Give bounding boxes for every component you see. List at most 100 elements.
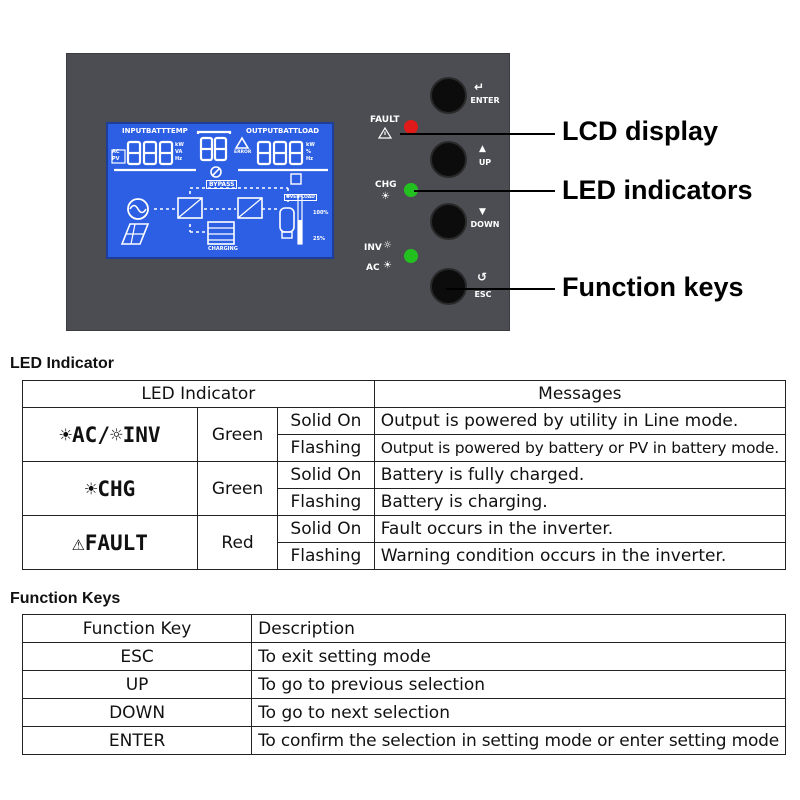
lcd-left-digits — [126, 140, 174, 166]
lcd-charging-label: CHARGING — [208, 246, 238, 252]
lcd-pct-100: 100% — [313, 210, 329, 216]
up-key-label: UP — [478, 158, 492, 167]
warning-triangle-icon: ⚠ — [72, 530, 85, 555]
lcd-callout-line — [400, 133, 555, 135]
table-row: ☀AC/☼INV Green Solid On Output is powere… — [22, 407, 787, 462]
lcd-output-label: OUTPUTBATTLOAD — [246, 127, 320, 135]
enter-key[interactable] — [430, 77, 467, 114]
led-message-cell: Battery is fully charged. — [373, 461, 787, 489]
table-row: ☀CHG Green Solid On Battery is fully cha… — [22, 461, 787, 516]
inv-led — [404, 249, 418, 263]
lcd-unit-pct: % — [306, 149, 312, 155]
ac-led-label: AC — [366, 263, 380, 273]
indicator-sep: / — [97, 422, 110, 447]
sun-outline-icon: ☼ — [109, 422, 123, 447]
table-header-row: Function Key Description — [21, 614, 786, 643]
led-message-cell: Battery is charging. — [373, 488, 787, 516]
led-callout: LED indicators — [562, 175, 753, 205]
table-row: UP To go to previous selection — [21, 670, 786, 699]
lcd-graphics — [111, 130, 328, 245]
indicator-inv: INV — [122, 422, 161, 447]
keys-section-title: Function Keys — [10, 590, 121, 607]
lcd-display: INPUTBATTTEMP OUTPUTBATTLOAD AC PV kW VA… — [106, 122, 334, 259]
led-section-title: LED Indicator — [10, 355, 115, 372]
enter-key-label: ENTER — [470, 96, 500, 105]
lcd-mid-digits — [199, 136, 228, 162]
key-name-cell: ESC — [21, 642, 253, 671]
keys-callout: Function keys — [562, 272, 744, 302]
key-name-cell: ENTER — [21, 726, 253, 755]
led-state-cell: Solid On — [277, 515, 375, 543]
lcd-ac-label: AC — [112, 149, 120, 155]
up-key[interactable] — [430, 141, 467, 178]
led-message-cell: Warning condition occurs in the inverter… — [373, 542, 787, 570]
down-key-label: DOWN — [470, 220, 500, 229]
led-callout-line — [414, 190, 555, 192]
lcd-unit-hz: Hz — [175, 156, 183, 162]
lcd-unit-hz-right: Hz — [306, 156, 314, 162]
lcd-overload-label: OVER LOAD — [284, 194, 317, 201]
lcd-pv-label: PV — [112, 156, 120, 162]
table-row: ESC To exit setting mode — [21, 642, 786, 671]
lcd-unit-va: VA — [175, 149, 183, 155]
down-arrow-icon: ▼ — [479, 207, 486, 217]
key-name-cell: DOWN — [21, 698, 253, 727]
indicator-chg: CHG — [97, 476, 136, 501]
chg-led-label: CHG — [375, 180, 397, 190]
lcd-unit-kw: kW — [175, 142, 184, 148]
led-message-cell: Output is powered by battery or PV in ba… — [373, 434, 787, 462]
fault-led — [404, 120, 418, 134]
led-header-right: Messages — [373, 380, 787, 408]
inv-led-label: INV — [364, 243, 382, 253]
led-message-cell: Fault occurs in the inverter. — [373, 515, 787, 543]
keys-header-key: Function Key — [21, 614, 253, 643]
key-desc-cell: To exit setting mode — [251, 642, 786, 671]
led-message-cell: Output is powered by utility in Line mod… — [373, 407, 787, 435]
lcd-unit-kw-right: kW — [306, 142, 315, 148]
led-state-cell: Solid On — [277, 461, 375, 489]
down-key[interactable] — [430, 203, 467, 240]
lcd-callout: LCD display — [562, 116, 719, 146]
led-state-cell: Flashing — [277, 542, 375, 570]
function-keys-table: Function Key Description ESC To exit set… — [21, 614, 786, 755]
key-desc-cell: To confirm the selection in setting mode… — [251, 726, 786, 755]
sun-icon: ☀ — [84, 476, 98, 501]
led-color-cell: Green — [196, 407, 279, 462]
key-desc-cell: To go to next selection — [251, 698, 786, 727]
led-color-cell: Green — [196, 461, 279, 516]
key-desc-cell: To go to previous selection — [251, 670, 786, 699]
enter-arrow-icon: ↵ — [474, 80, 485, 94]
sun-outline-icon: ☼ — [383, 240, 392, 251]
led-indicator-cell: ⚠FAULT — [22, 515, 198, 570]
led-indicator-cell: ☀CHG — [22, 461, 198, 516]
table-row: ENTER To confirm the selection in settin… — [21, 726, 786, 755]
fault-led-label: FAULT — [370, 115, 400, 125]
lcd-right-digits — [256, 140, 304, 166]
led-state-cell: Flashing — [277, 488, 375, 516]
indicator-fault: FAULT — [84, 530, 148, 555]
led-indicator-table: LED Indicator Messages ☀AC/☼INV Green So… — [22, 380, 787, 570]
esc-key[interactable] — [430, 268, 467, 305]
keys-header-desc: Description — [251, 614, 786, 643]
lcd-pct-25: 25% — [313, 236, 325, 242]
sun-icon: ☀ — [383, 260, 392, 271]
led-indicator-cell: ☀AC/☼INV — [22, 407, 198, 462]
sun-icon: ☀ — [381, 191, 390, 202]
keys-callout-line — [446, 288, 555, 290]
led-color-cell: Red — [196, 515, 279, 570]
table-row: ⚠FAULT Red Solid On Fault occurs in the … — [22, 515, 787, 570]
table-row: DOWN To go to next selection — [21, 698, 786, 727]
esc-key-label: ESC — [474, 290, 492, 299]
indicator-ac: AC — [72, 422, 98, 447]
lcd-bypass-label: BYPASS — [206, 180, 238, 189]
table-header-row: LED Indicator Messages — [22, 380, 787, 408]
key-name-cell: UP — [21, 670, 253, 699]
up-arrow-icon: ▲ — [479, 144, 486, 154]
led-header-left: LED Indicator — [22, 380, 375, 408]
warning-triangle-icon — [378, 127, 392, 139]
return-arrow-icon: ↺ — [477, 270, 488, 284]
led-state-cell: Flashing — [277, 434, 375, 462]
lcd-input-label: INPUTBATTTEMP — [122, 127, 188, 135]
led-state-cell: Solid On — [277, 407, 375, 435]
table-row: Flashing Warning condition occurs in the… — [23, 542, 787, 570]
